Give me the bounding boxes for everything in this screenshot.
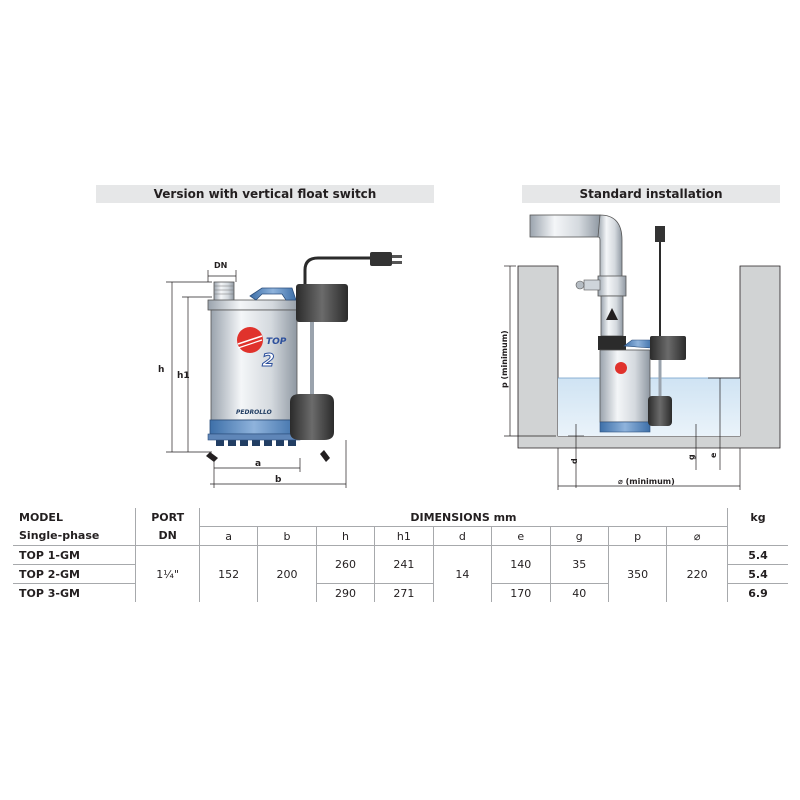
- pump-left: TOP 2 PEDROLLO: [207, 281, 301, 446]
- right-dimension-lines: [504, 265, 741, 490]
- dimension-table: MODEL PORT DIMENSIONS mm kg Single-phase…: [13, 508, 788, 602]
- table-row: TOP 2-GM 5.4: [13, 564, 788, 584]
- cell-h1-bottom: 271: [374, 583, 434, 602]
- right-panel-title: Standard installation: [522, 185, 780, 203]
- cell-g-bottom: 40: [549, 583, 609, 602]
- header-dn: DN: [135, 526, 200, 546]
- cell-port: 1¼": [135, 545, 200, 602]
- header-weight: kg: [726, 508, 788, 527]
- label-p: p (minimum): [500, 330, 509, 388]
- cell-a: 152: [198, 545, 258, 602]
- cell-e-bottom: 170: [491, 583, 551, 602]
- cell-d: 14: [432, 545, 492, 602]
- header-port: PORT: [135, 508, 200, 527]
- pump-right: [599, 226, 686, 433]
- table-row: TOP 1-GM 1¼" 152 200 260 241 14 140 35 3…: [13, 545, 788, 602]
- header-model: MODEL: [19, 510, 63, 524]
- row-model: TOP 2-GM: [13, 564, 136, 584]
- cell-g-top: 35: [549, 545, 609, 584]
- col-diam: ⌀: [666, 526, 728, 546]
- logo-number: 2: [262, 350, 275, 371]
- row-kg: 6.9: [726, 583, 788, 602]
- cell-h1-top: 241: [374, 545, 434, 584]
- table-subheader-row: Single-phase DN a b h h1 d e g p ⌀: [13, 526, 788, 546]
- header-dimensions: DIMENSIONS mm: [198, 508, 728, 527]
- cell-p: 350: [607, 545, 667, 602]
- left-panel-title: Version with vertical float switch: [96, 185, 434, 203]
- label-h1: h1: [177, 371, 190, 381]
- label-b: b: [275, 475, 282, 485]
- brand-text: PEDROLLO: [236, 409, 272, 416]
- header-phase: Single-phase: [19, 529, 100, 543]
- label-width: ⌀ (minimum): [618, 477, 675, 486]
- table-row: TOP 3-GM 290 271 170 40 6.9: [13, 583, 788, 602]
- label-h: h: [158, 365, 164, 375]
- row-kg: 5.4: [726, 545, 788, 565]
- col-h: h: [315, 526, 375, 546]
- float-switch: [290, 252, 402, 440]
- col-a: a: [198, 526, 258, 546]
- cell-h-top: 260: [315, 545, 375, 584]
- col-d: d: [432, 526, 492, 546]
- col-b: b: [257, 526, 317, 546]
- label-a: a: [255, 459, 261, 469]
- table-header-row: MODEL PORT DIMENSIONS mm kg: [13, 508, 788, 527]
- logo-text: TOP: [266, 337, 287, 347]
- label-g: g: [687, 454, 696, 460]
- cell-b: 200: [257, 545, 317, 602]
- label-dn: DN: [214, 261, 227, 270]
- col-g: g: [549, 526, 609, 546]
- cell-diam: 220: [666, 545, 728, 602]
- left-dimension-lines: [166, 270, 347, 488]
- cell-e-top: 140: [491, 545, 551, 584]
- col-p: p: [607, 526, 667, 546]
- discharge-pipe: [529, 214, 627, 350]
- col-h1: h1: [374, 526, 434, 546]
- row-model: TOP 3-GM: [13, 583, 136, 602]
- row-model: TOP 1-GM: [13, 545, 136, 565]
- label-d: d: [570, 458, 579, 464]
- cell-h-bottom: 290: [315, 583, 375, 602]
- label-e: e: [709, 452, 718, 458]
- col-e: e: [491, 526, 551, 546]
- row-kg: 5.4: [726, 564, 788, 584]
